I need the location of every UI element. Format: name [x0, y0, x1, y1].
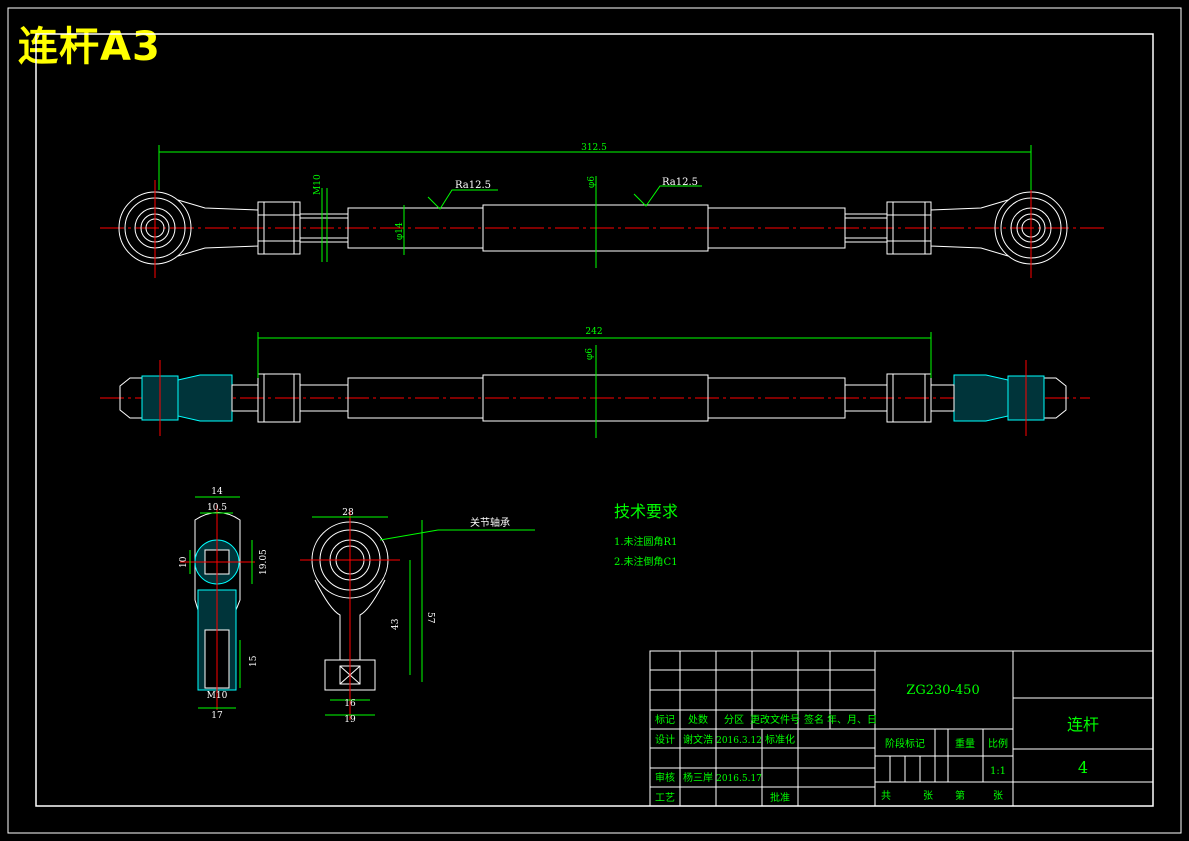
sheet-title: 连杆A3	[18, 24, 161, 70]
sheet-unit2: 张	[993, 790, 1003, 802]
review-label: 审核	[655, 771, 675, 784]
dim-rod-dia3: φ6	[585, 348, 595, 360]
scale-label: 比例	[988, 737, 1008, 750]
tech-req-line2: 2.未注倒角C1	[614, 555, 678, 568]
dim-end-width: 14	[211, 487, 223, 497]
header-sign: 签名	[804, 713, 824, 726]
reviewer: 杨三岸	[683, 771, 713, 784]
roughness-1: Ra12.5	[455, 180, 491, 191]
process-label: 工艺	[655, 792, 675, 804]
dim-thread-end: M10	[207, 691, 228, 701]
stage-label: 阶段标记	[885, 737, 925, 750]
dim-end-base: 17	[211, 711, 223, 721]
approve-label: 批准	[770, 791, 790, 804]
left-nut	[257, 201, 888, 255]
header-count: 处数	[688, 713, 708, 726]
side-view: 242 φ6	[100, 327, 1090, 438]
sheets-unit: 张	[923, 790, 933, 802]
design-date: 2016.3.12	[716, 736, 762, 746]
header-mark: 标记	[655, 714, 675, 726]
dim-shank-outer: 19	[344, 715, 356, 725]
header-change-doc: 更改文件号	[750, 713, 800, 726]
dim-ball-outer: 19.05	[259, 549, 269, 575]
designer: 谢文浩	[683, 733, 713, 746]
title-block	[649, 650, 1154, 807]
dim-thread-top: M10	[313, 174, 323, 195]
outer-border	[7, 7, 1182, 834]
design-label: 设计	[655, 733, 675, 746]
roughness-2: Ra12.5	[662, 177, 698, 188]
sheet-no-label: 第	[955, 789, 965, 802]
dim-end-width-inner: 10.5	[207, 503, 227, 513]
drawing-no: 4	[1078, 758, 1088, 777]
dim-eye-width: 28	[342, 508, 354, 518]
dim-overall-length-top: 312.5	[581, 143, 607, 153]
header-date: 年、月、日	[827, 713, 877, 726]
title-block-text: ZG230-450 连杆 4 标记 处数 分区 更改文件号 签名 年、月、日 设…	[655, 683, 1099, 804]
tech-req-title: 技术要求	[614, 502, 678, 521]
standardize-label: 标准化	[765, 733, 795, 746]
detail-rod-end-side: 14 10.5 10 19.05 15 M10 17	[179, 487, 269, 721]
top-dimensions	[158, 145, 1032, 268]
bearing-label: 关节轴承	[470, 516, 510, 529]
inner-border	[35, 33, 1154, 807]
tech-req-line1: 1.未注圆角R1	[614, 535, 677, 548]
dim-ball-dia: 10	[179, 556, 189, 568]
dim-overall-length-side: 242	[585, 327, 602, 337]
weight-label: 重量	[955, 737, 975, 750]
header-zone: 分区	[724, 714, 744, 726]
scale-value: 1:1	[990, 766, 1006, 777]
dim-thread-depth: 15	[249, 655, 259, 667]
dim-eye-height: 57	[425, 612, 435, 624]
right-section-end	[930, 374, 1045, 422]
part-name: 连杆	[1067, 715, 1099, 734]
tech-requirements: 技术要求 1.未注圆角R1 2.未注倒角C1	[614, 502, 678, 568]
dim-eye-center: 43	[391, 618, 401, 630]
dim-shank-inner: 16	[344, 699, 356, 709]
side-dimensions	[257, 332, 932, 438]
detail-rod-end-eye: 28 57 43 16 19 关节轴承	[300, 508, 535, 725]
sheets-total-label: 共	[881, 790, 891, 802]
dim-rod-dia: φ14	[395, 222, 405, 240]
review-date: 2016.5.17	[716, 774, 762, 784]
material: ZG230-450	[906, 683, 979, 698]
dim-rod-dia2: φ6	[587, 176, 597, 188]
top-view: 312.5 M10 φ14 φ6 Ra12.5 Ra12.5	[100, 143, 1105, 278]
